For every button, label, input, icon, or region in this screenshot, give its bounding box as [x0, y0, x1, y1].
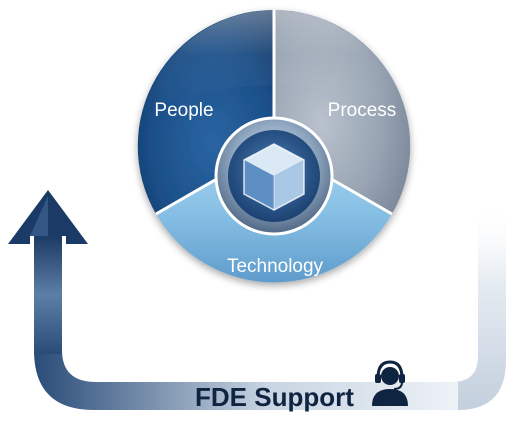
headset-agent-icon	[372, 360, 408, 406]
cube-icon	[243, 143, 305, 211]
support-label: FDE Support	[195, 382, 354, 412]
arrow-right-band	[440, 200, 506, 410]
arrow-shaft	[34, 236, 62, 354]
label-technology: Technology	[227, 256, 324, 277]
return-arrow	[8, 190, 506, 410]
arrow-bottom-band	[34, 350, 458, 410]
center-hub	[214, 116, 334, 236]
label-process: Process	[328, 100, 397, 121]
label-people: People	[154, 100, 213, 121]
